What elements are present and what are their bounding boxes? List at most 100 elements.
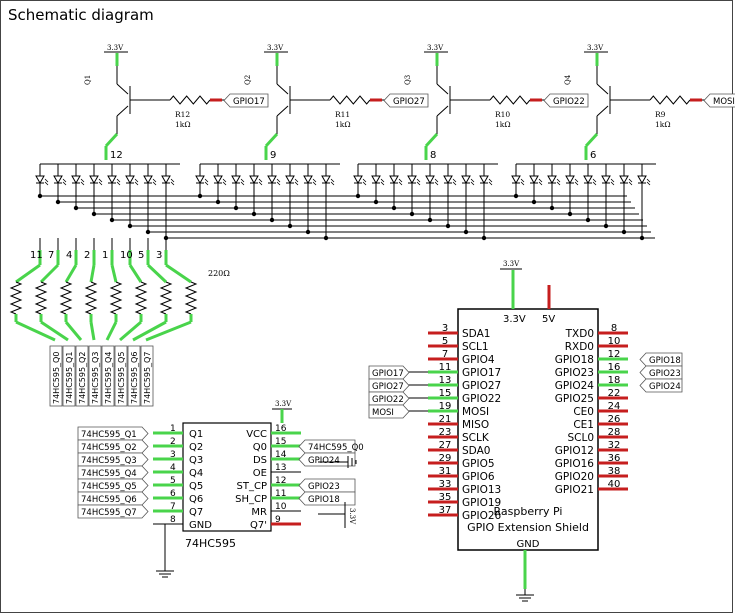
pi-pin-name: GPIO18 — [555, 354, 594, 366]
led-ray — [240, 178, 245, 183]
net-label: 74HC595_Q5 — [114, 345, 128, 407]
net-label: 74HC595_Q7 — [77, 504, 149, 519]
pi-pin-number: 23 — [439, 427, 452, 438]
ic-pin-number: 14 — [275, 450, 287, 460]
led-icon — [71, 175, 85, 186]
junction-dot — [621, 229, 627, 235]
segment-pin: 2 — [84, 250, 90, 261]
transistor-ref: Q1 — [84, 75, 92, 85]
ic-pin-number: 3 — [170, 450, 176, 460]
supply-label: 3.3V — [427, 44, 444, 52]
pi-pin-name: SCLK — [462, 432, 490, 444]
segment-resistor — [159, 281, 173, 315]
junction-dot — [127, 223, 133, 229]
resistor-value: 1kΩ — [655, 120, 671, 129]
net-label: GPIO23 — [639, 365, 683, 380]
segment-drop — [39, 263, 60, 284]
resistor-value: 1kΩ — [335, 120, 351, 129]
led-ray — [116, 181, 121, 186]
collector-wire — [276, 105, 289, 117]
ic-pin-number: 9 — [275, 515, 281, 525]
segment-drop — [40, 320, 69, 342]
collector-wire — [104, 132, 119, 148]
net-label: GPIO22 — [543, 93, 589, 108]
resistor-value: 1kΩ — [495, 120, 511, 129]
pi-pin-number: 35 — [439, 492, 452, 503]
net-label-box — [75, 345, 89, 407]
junction-dot — [355, 193, 361, 199]
segment-drop — [15, 320, 56, 342]
segment-pin: 11 — [30, 250, 43, 261]
led-ray — [330, 178, 335, 183]
junction-dot — [373, 199, 379, 205]
net-label-box — [298, 491, 356, 506]
net-label: 74HC595_Q3 — [77, 452, 149, 467]
led-triangle — [389, 175, 399, 185]
segment-drop — [119, 320, 142, 342]
led-icon — [637, 175, 651, 186]
ic-pin-number: 8 — [170, 515, 176, 525]
led-ray — [592, 178, 597, 183]
supply-label: 3.3V — [275, 400, 292, 408]
led-triangle — [35, 175, 45, 185]
segment-pin: 10 — [120, 250, 133, 261]
led-triangle — [407, 175, 417, 185]
led-icon — [407, 175, 421, 186]
emitter-wire — [596, 83, 609, 95]
led-ray — [98, 178, 103, 183]
net-label-text: GPIO23 — [308, 482, 340, 492]
led-ray — [520, 181, 525, 186]
net-label-box — [140, 345, 154, 407]
net-label: 74HC595_Q6 — [127, 345, 141, 407]
led-ray — [44, 181, 49, 186]
net-label-text: 74HC595_Q3 — [81, 456, 137, 466]
supply-label: 3.3V — [587, 44, 604, 52]
led-triangle — [637, 175, 647, 185]
base-resistor — [329, 95, 371, 105]
led-ray — [312, 181, 317, 186]
segment-pin: 4 — [66, 250, 72, 261]
led-icon — [35, 175, 49, 186]
segment-drop — [128, 264, 143, 283]
pi-board — [457, 308, 599, 551]
net-label: GPIO24 — [639, 378, 683, 393]
net-label-text: 74HC595_Q0 — [308, 443, 364, 453]
net-label-text: 74HC595_Q1 — [65, 352, 74, 404]
net-label-box — [101, 345, 115, 407]
led-ray — [610, 178, 615, 183]
net-label-text: GPIO23 — [649, 369, 681, 379]
led-ray — [80, 178, 85, 183]
digit-pin: 6 — [590, 150, 596, 161]
junction-dot — [463, 229, 469, 235]
net-label-box — [77, 465, 149, 480]
led-ray — [258, 178, 263, 183]
net-label-text: 74HC595_Q6 — [130, 352, 139, 404]
transistor-ref: Q2 — [244, 75, 252, 85]
digit-pin: 8 — [430, 150, 436, 161]
net-label-box — [77, 439, 149, 454]
net-label-box — [298, 452, 356, 467]
led-ray — [98, 181, 103, 186]
ic-pin-number: 4 — [170, 463, 176, 473]
pi-pin-name: GPIO26 — [462, 510, 502, 522]
net-label-box — [127, 345, 141, 407]
pi-pin-name: GPIO25 — [555, 393, 594, 405]
led-ray — [204, 178, 209, 183]
ic-pin-name: Q2 — [189, 442, 203, 453]
pi-pin-name: GPIO19 — [462, 497, 501, 509]
led-triangle — [371, 175, 381, 185]
net-label-box — [114, 345, 128, 407]
led-triangle — [125, 175, 135, 185]
segment-resistor — [34, 281, 48, 315]
junction-dot — [73, 205, 79, 211]
led-icon — [443, 175, 457, 186]
pi-pin-number: 36 — [608, 453, 621, 464]
led-triangle — [601, 175, 611, 185]
pi-pin-name: GPIO4 — [462, 354, 495, 366]
net-label-text: GPIO22 — [372, 395, 404, 405]
pi-pin-number: 8 — [611, 323, 617, 334]
pi-pin-number: 21 — [439, 414, 452, 425]
led-ray — [294, 178, 299, 183]
segment-resistor — [184, 281, 198, 315]
